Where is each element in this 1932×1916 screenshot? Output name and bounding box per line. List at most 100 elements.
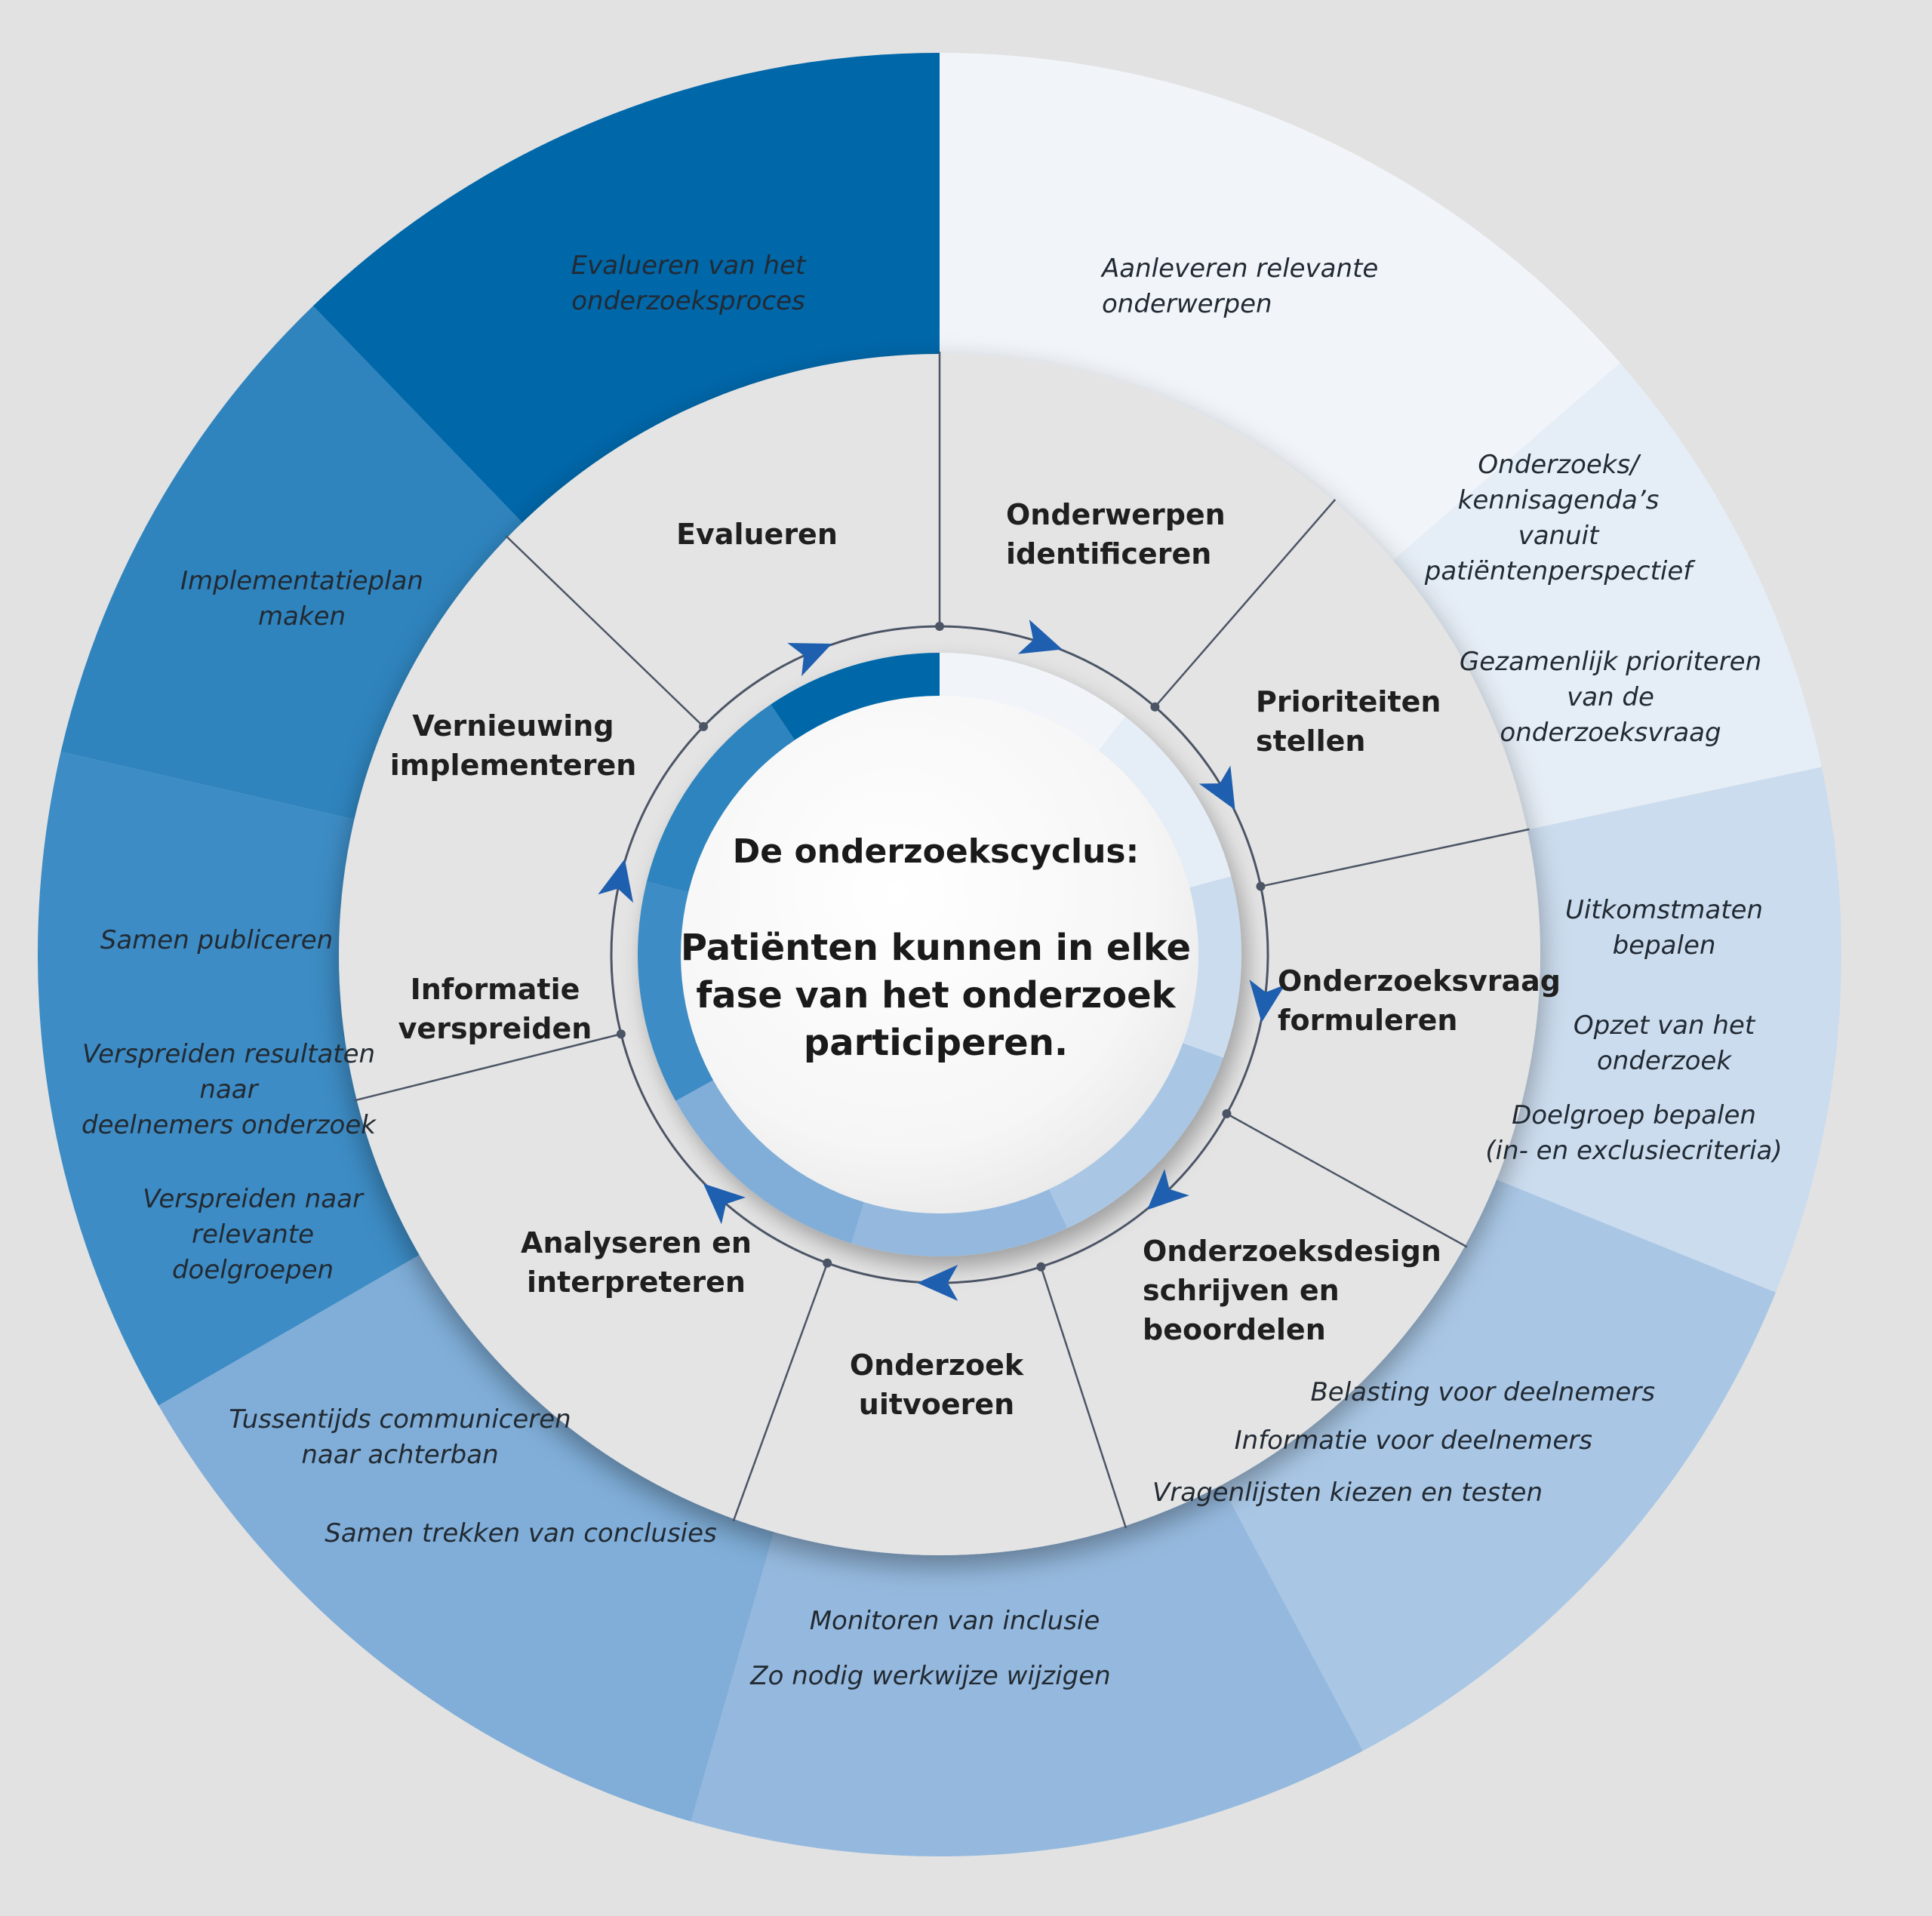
activity-label-line: Monitoren van inclusie [810, 1606, 1100, 1636]
activity-label-line: onderzoeksproces [571, 286, 805, 316]
center-line-3: participeren. [804, 1022, 1068, 1064]
outer-wedge-analyseren [158, 1254, 775, 1822]
stage-label-line: Prioriteiten [1256, 685, 1441, 718]
stage-label-line: Onderwerpen [1006, 498, 1226, 531]
activity-label-line: onderzoek [1597, 1046, 1732, 1076]
stage-label-line: Analyseren en [521, 1226, 752, 1259]
outer-wedge-vernieuwing-implementeren [60, 306, 524, 820]
cycle-arrow-icon [1249, 980, 1285, 1023]
activity-label-line: Belasting voor deelnemers [1310, 1377, 1655, 1407]
activity-label-line: van de [1567, 682, 1654, 712]
stage-label-line: uitvoeren [859, 1388, 1014, 1421]
stage-label-line: Evalueren [676, 518, 838, 551]
stage-label-line: identificeren [1006, 537, 1211, 570]
activity-label-line: onderwerpen [1102, 289, 1272, 319]
activity-label-line: maken [258, 601, 346, 632]
center-line-1: Patiënten kunnen in elke [681, 927, 1191, 969]
stage-label-onderzoeksvraag-formuleren: Onderzoeksvraag formuleren [1278, 964, 1561, 1037]
divider-line-2 [1260, 828, 1530, 887]
cycle-arrow-icon [703, 1183, 746, 1225]
cycle-arrow-icon [787, 642, 832, 677]
activity-label-line: Uitkomstmaten [1565, 895, 1763, 925]
stage-label-onderzoek-uitvoeren: Onderzoek uitvoeren [850, 1349, 1024, 1421]
stage-label-line: verspreiden [398, 1012, 592, 1045]
cycle-arrow-icon [598, 859, 634, 903]
activity-label-line: relevante [192, 1219, 314, 1250]
inner-wedge-onderwerpen-identificeren [940, 653, 1126, 752]
outer-wedge-prioriteiten-stellen [1392, 363, 1822, 830]
stage-label-line: Vernieuwing [412, 709, 614, 743]
divider-line-6 [354, 1033, 622, 1102]
activity-label-line: kennisagenda’s [1458, 485, 1660, 515]
center-text: De onderzoekscyclus: Patiënten kunnen in… [681, 832, 1191, 1064]
activity-label-prioriteiten-stellen: Onderzoeks/kennisagenda’s vanuit patiënten… [1424, 450, 1697, 586]
outer-wedge-onderzoeksvraag-formuleren [1495, 767, 1842, 1293]
inner-wedge-vernieuwing-implementeren [646, 704, 795, 893]
outer-wedge-onderzoeksdesign [1220, 1179, 1776, 1751]
activity-label-line: bepalen [1613, 930, 1716, 961]
activity-label-line: deelnemers onderzoek [82, 1110, 377, 1140]
divider-line-3 [1226, 1112, 1468, 1248]
stage-label-line: beoordelen [1143, 1313, 1326, 1346]
divider-line-4 [1040, 1266, 1128, 1529]
activity-label-evalueren: Evalueren van het onderzoeksproces [571, 251, 807, 316]
activity-label-line: patiëntenperspectief [1424, 556, 1697, 586]
activity-label-line: Verspreiden naar [143, 1184, 365, 1214]
center-line-2: fase van het onderzoek [696, 974, 1176, 1016]
activity-label-onderzoek-uitvoeren: Monitoren van inclusie [810, 1606, 1100, 1636]
inner-wedge-analyseren [675, 1079, 865, 1244]
stage-label-onderwerpen-identificeren: Onderwerpen identificeren [1006, 498, 1226, 570]
center-title: De onderzoekscyclus: [733, 832, 1139, 871]
activity-label-line: Onderzoeks/ [1478, 450, 1641, 480]
stage-label-line: formuleren [1278, 1004, 1457, 1037]
activity-label-onderzoeksdesign: Belasting voor deelnemers [1310, 1377, 1655, 1407]
activity-label-onderzoeksvraag-formuleren: Uitkomstmaten bepalen [1565, 895, 1763, 961]
activity-label-onderzoeksvraag-formuleren: Opzet van het onderzoek [1574, 1010, 1756, 1076]
cycle-arrows [598, 619, 1285, 1301]
stage-label-line: Onderzoeksdesign [1143, 1235, 1441, 1268]
inner-wedge-evalueren [771, 653, 940, 741]
activity-label-analyseren: Samen trekken van conclusies [325, 1518, 717, 1548]
cycle-arrow-icon [917, 1265, 958, 1301]
stage-label-analyseren: Analyseren en interpreteren [521, 1226, 752, 1299]
activity-label-onderzoeksdesign: Informatie voor deelnemers [1235, 1425, 1592, 1456]
activity-label-line: Samen trekken van conclusies [325, 1518, 717, 1548]
stage-label-line: interpreteren [527, 1266, 746, 1299]
cycle-arrow-icon [1146, 1169, 1189, 1210]
stage-label-line: Onderzoeksvraag [1278, 964, 1561, 998]
activity-label-line: Gezamenlijk prioriteren [1460, 647, 1761, 677]
activity-label-line: Opzet van het [1574, 1010, 1756, 1041]
inner-wedge-onderzoeksvraag-formuleren [1182, 876, 1242, 1058]
inner-wedge-informatie-verspreiden [638, 881, 714, 1101]
activity-label-prioriteiten-stellen: Gezamenlijk prioriteren van de onderzoeksv… [1460, 647, 1761, 748]
activity-label-line: Implementatieplan [180, 566, 423, 596]
outer-wedge-evalueren [312, 53, 940, 524]
activity-label-informatie-verspreiden: Samen publiceren [100, 925, 333, 955]
stage-label-line: Onderzoek [850, 1349, 1024, 1382]
activity-label-line: naar achterban [301, 1440, 498, 1470]
cycle-arrow-icon [1017, 619, 1063, 654]
activity-label-line: Evalueren van het [571, 251, 807, 281]
activity-label-line: Verspreiden resultaten [82, 1039, 375, 1069]
activity-label-line: (in- en exclusiecriteria) [1485, 1136, 1782, 1166]
activity-label-line: Informatie voor deelnemers [1235, 1425, 1592, 1456]
outer-wedge-onderwerpen-identificeren [940, 53, 1620, 562]
outer-ring [37, 53, 1842, 1856]
cycle-arrow-icon [1198, 765, 1235, 810]
activity-label-line: onderzoeksvraag [1500, 718, 1721, 748]
divider-line-5 [732, 1262, 829, 1522]
activity-label-line: Zo nodig werkwijze wijzigen [749, 1661, 1110, 1691]
inner-color-ring [638, 653, 1242, 1257]
activity-label-line: vanuit [1518, 521, 1601, 551]
inner-wedge-onderzoek-uitvoeren [851, 1188, 1068, 1257]
activity-label-onderzoeksdesign: Vragenlijsten kiezen en testen [1152, 1478, 1543, 1508]
